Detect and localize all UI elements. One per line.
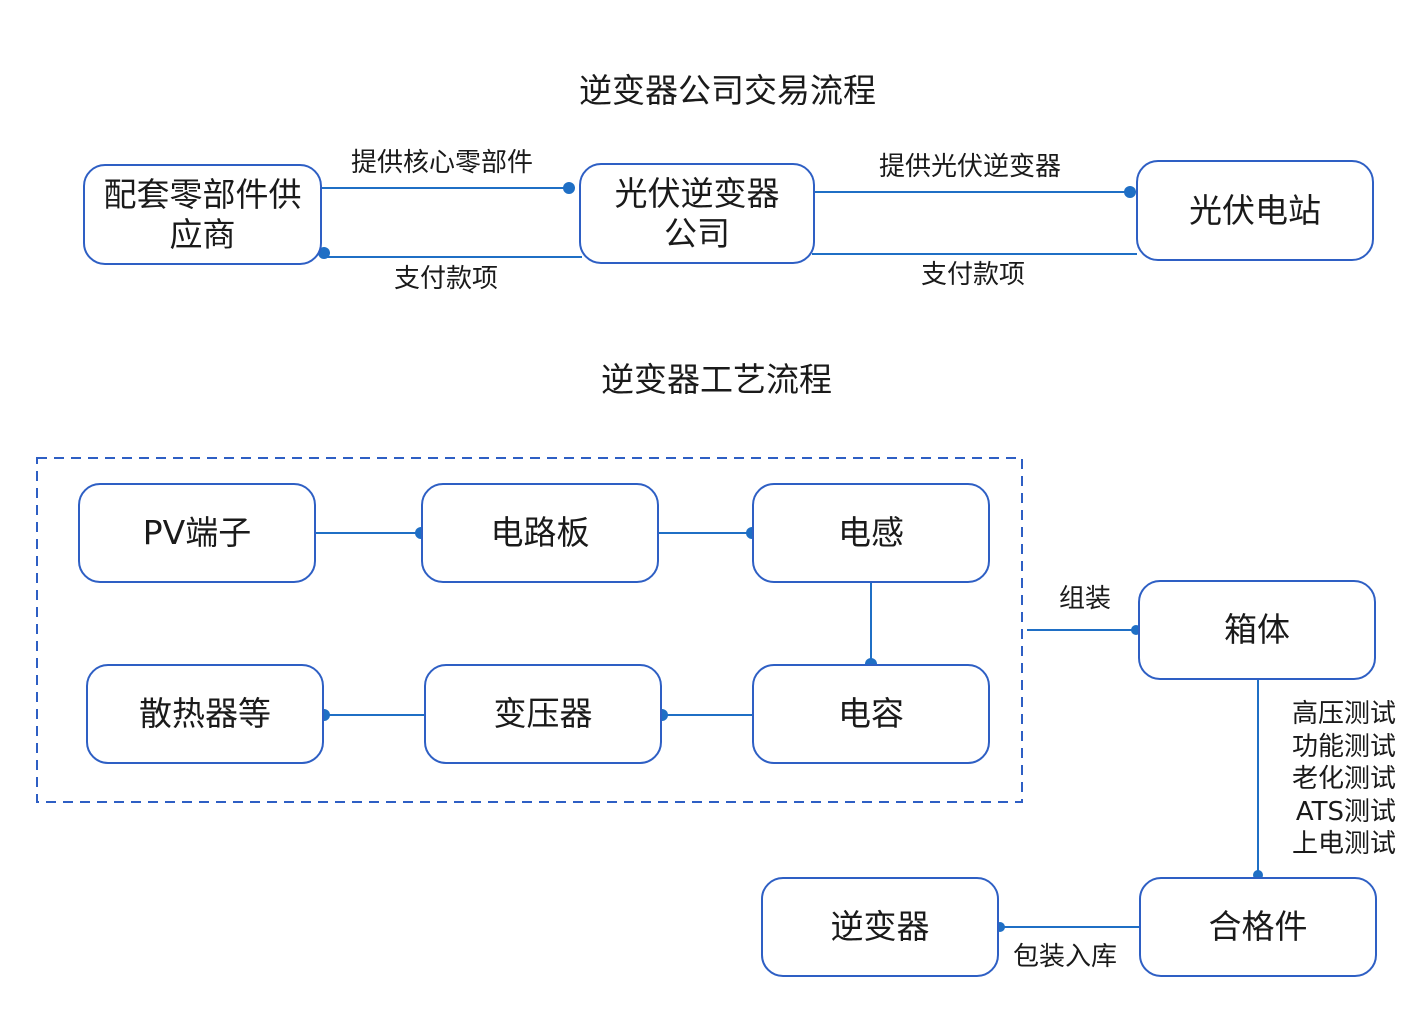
test-item-function: 功能测试 <box>1291 731 1396 762</box>
test-list: 高压测试 功能测试 老化测试 ATS测试 上电测试 <box>1268 698 1396 861</box>
test-item-aging: 老化测试 <box>1291 764 1396 795</box>
inverter-node[interactable]: 逆变器 <box>761 877 999 977</box>
qualified-part-node[interactable]: 合格件 <box>1139 877 1377 977</box>
transformer-node[interactable]: 变压器 <box>424 664 662 764</box>
pay-company-label: 支付款项 <box>921 260 1026 290</box>
supply-inverter-dot <box>1124 186 1136 198</box>
circuit-board-node[interactable]: 电路板 <box>421 483 659 583</box>
pay-supplier-label: 支付款项 <box>394 264 499 294</box>
cabinet-node[interactable]: 箱体 <box>1138 580 1376 680</box>
supply-parts-dot <box>563 182 575 194</box>
supply-parts-label: 提供核心零部件 <box>351 148 534 178</box>
test-item-power-on: 上电测试 <box>1291 829 1396 860</box>
assemble-label: 组装 <box>1059 584 1112 614</box>
test-item-ats: ATS测试 <box>1295 796 1396 827</box>
inductor-node[interactable]: 电感 <box>752 483 990 583</box>
pack-label: 包装入库 <box>1013 942 1118 972</box>
trade-flow-title: 逆变器公司交易流程 <box>579 71 876 110</box>
supplier-node[interactable]: 配套零部件供 应商 <box>83 164 322 265</box>
component-group-border <box>36 457 1023 803</box>
supply-inverter-label: 提供光伏逆变器 <box>879 152 1062 182</box>
process-flow-title: 逆变器工艺流程 <box>601 360 832 399</box>
test-item-high-voltage: 高压测试 <box>1291 699 1396 729</box>
heatsink-node[interactable]: 散热器等 <box>86 664 324 764</box>
pv-station-node[interactable]: 光伏电站 <box>1136 160 1374 261</box>
pay-supplier-dot <box>318 247 330 259</box>
pv-terminal-node[interactable]: PV端子 <box>78 483 316 583</box>
capacitor-node[interactable]: 电容 <box>752 664 990 764</box>
inverter-company-node[interactable]: 光伏逆变器 公司 <box>579 163 815 264</box>
